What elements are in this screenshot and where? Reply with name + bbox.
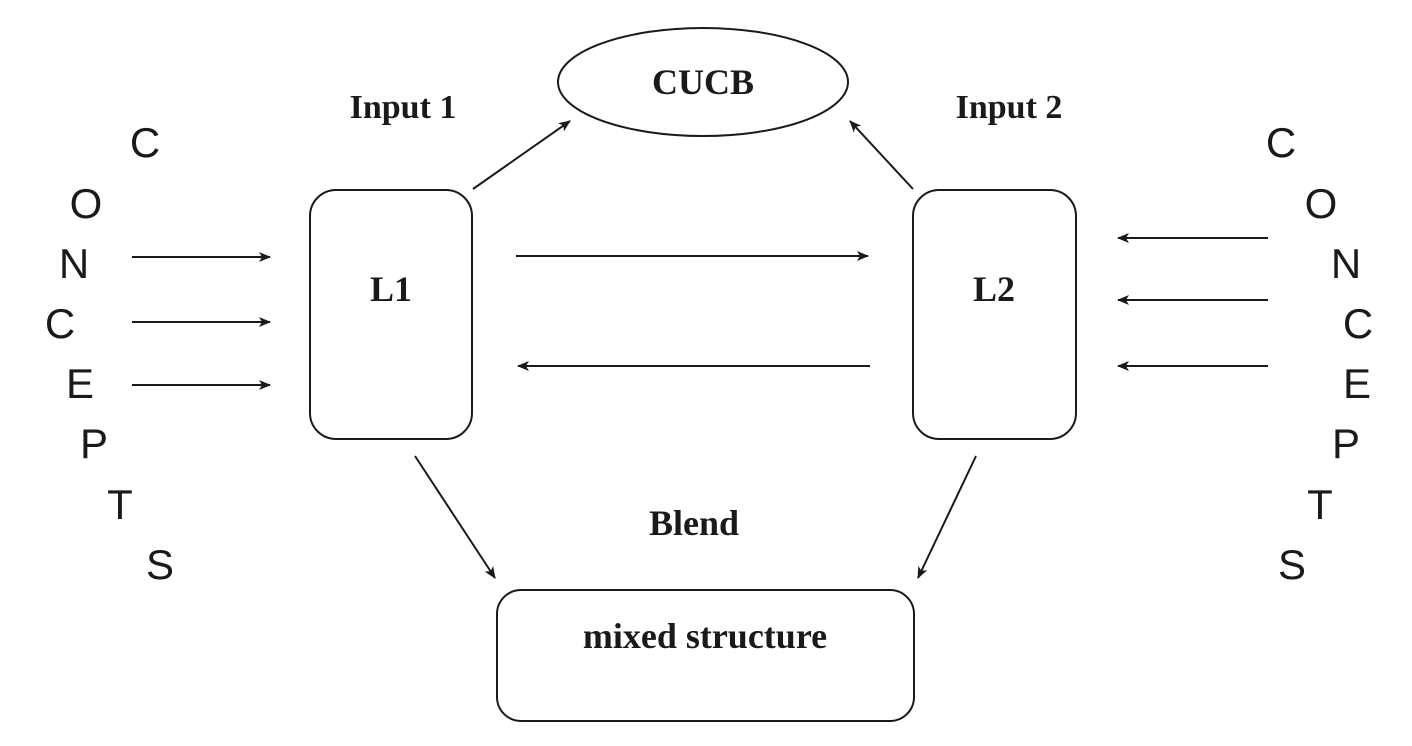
cucb-label: CUCB xyxy=(652,62,754,102)
concept-letter: C xyxy=(1343,300,1373,347)
concept-letter: C xyxy=(45,300,75,347)
concept-letter: C xyxy=(130,119,160,166)
concepts-right: C O N C E P T S xyxy=(1266,119,1373,588)
input-2-label: Input 2 xyxy=(956,89,1063,126)
concept-letter: T xyxy=(1307,481,1333,528)
concept-letter: O xyxy=(70,180,103,227)
concept-letter: P xyxy=(1332,420,1360,467)
concept-letter: C xyxy=(1266,119,1296,166)
l1-label: L1 xyxy=(370,269,412,309)
concept-letter: E xyxy=(1343,360,1371,407)
concept-letter: N xyxy=(59,240,89,287)
mixed-structure-node xyxy=(496,589,915,722)
arrow-l1-to-blend xyxy=(414,455,496,579)
l2-node xyxy=(912,189,1077,440)
l1-node xyxy=(309,189,473,440)
arrow-l2-to-blend xyxy=(917,455,977,579)
mixed-structure-label: mixed structure xyxy=(583,616,827,656)
concept-letter: E xyxy=(66,360,94,407)
input-1-label: Input 1 xyxy=(350,89,457,126)
blend-label: Blend xyxy=(649,503,739,543)
concepts-left: C O N C E P T S xyxy=(45,119,174,588)
cucb-node xyxy=(557,27,849,137)
concept-letter: O xyxy=(1305,180,1338,227)
arrow-l1-to-cucb xyxy=(472,120,571,190)
concept-letter: T xyxy=(107,481,133,528)
l2-label: L2 xyxy=(973,269,1015,309)
concept-letter: P xyxy=(80,420,108,467)
concept-letter: S xyxy=(1278,541,1306,588)
concept-letter: S xyxy=(146,541,174,588)
arrow-l2-to-cucb xyxy=(849,120,914,190)
concept-letter: N xyxy=(1331,240,1361,287)
